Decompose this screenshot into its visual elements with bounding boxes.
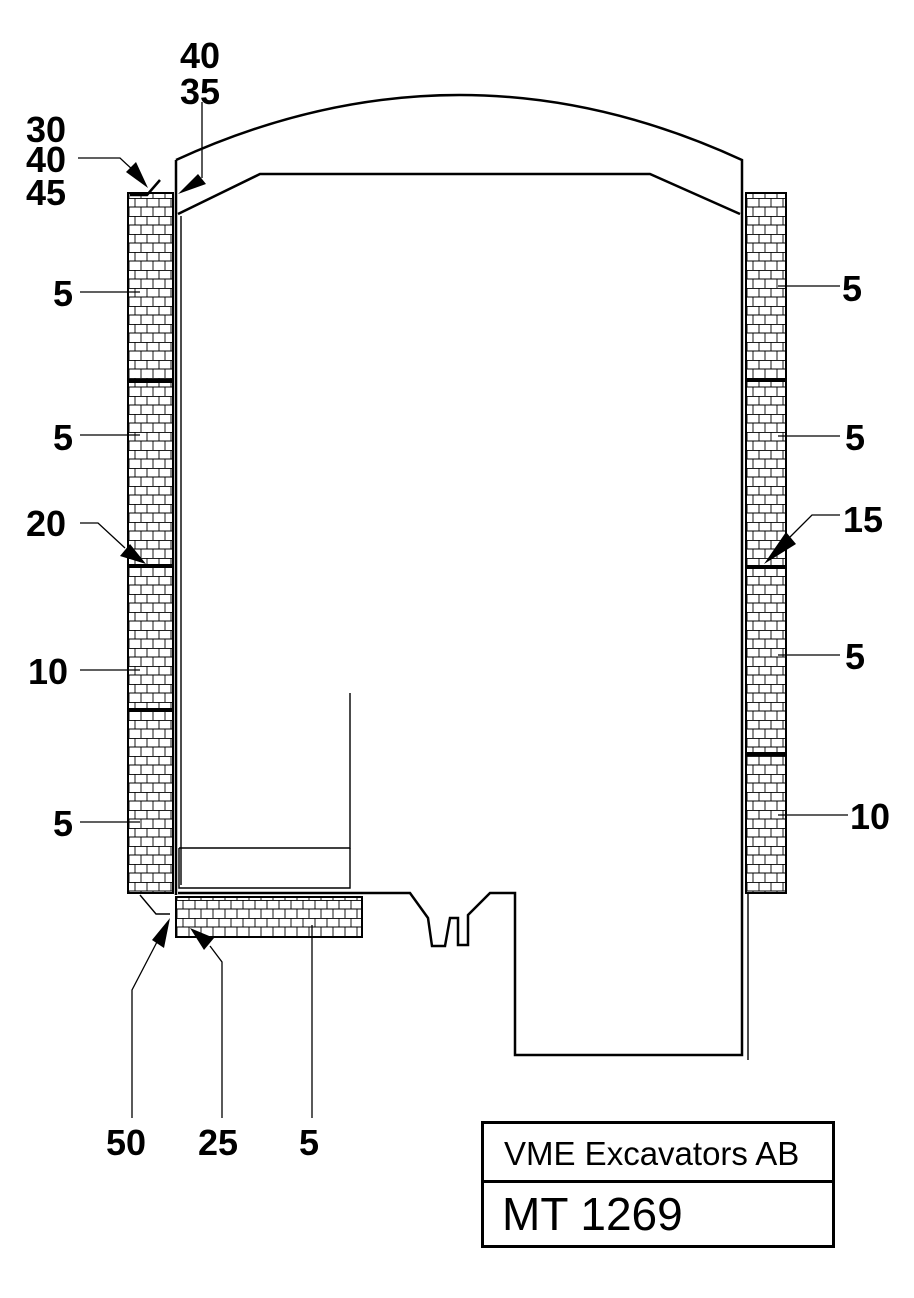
left-glass-panels bbox=[127, 179, 174, 915]
callout-right-5c: 5 bbox=[845, 636, 865, 677]
title-block: VME Excavators AB MT 1269 bbox=[481, 1121, 835, 1248]
callout-left-30: 30 bbox=[26, 109, 66, 150]
callout-top-35: 35 bbox=[180, 71, 220, 112]
callout-bottom-25: 25 bbox=[198, 1122, 238, 1163]
callout-top-40: 40 bbox=[180, 35, 220, 76]
callout-left-5c: 5 bbox=[53, 803, 73, 844]
right-panel-4 bbox=[745, 754, 787, 894]
right-panel-3 bbox=[745, 567, 787, 754]
callout-right-5a: 5 bbox=[842, 268, 862, 309]
callout-right-10: 10 bbox=[850, 796, 890, 837]
callout-left-20: 20 bbox=[26, 503, 66, 544]
callout-labels: 40 35 30 40 45 5 5 20 10 5 5 5 15 5 10 5… bbox=[26, 35, 890, 1163]
left-panel-3 bbox=[127, 566, 174, 710]
callout-left-45: 45 bbox=[26, 172, 66, 213]
callout-left-5b: 5 bbox=[53, 417, 73, 458]
callout-left-10: 10 bbox=[28, 651, 68, 692]
left-panel-1 bbox=[127, 192, 174, 381]
left-panel-4 bbox=[127, 710, 174, 894]
leader-lines bbox=[78, 102, 848, 1118]
right-panel-2 bbox=[745, 380, 787, 567]
drawing-code: MT 1269 bbox=[502, 1188, 683, 1240]
left-panel-2 bbox=[127, 381, 174, 566]
bottom-glass-panel bbox=[175, 896, 363, 938]
callout-bottom-50: 50 bbox=[106, 1122, 146, 1163]
callout-bottom-5: 5 bbox=[299, 1122, 319, 1163]
callout-left-40: 40 bbox=[26, 139, 66, 180]
callout-right-15: 15 bbox=[843, 499, 883, 540]
callout-left-5a: 5 bbox=[53, 273, 73, 314]
company-name: VME Excavators AB bbox=[484, 1124, 832, 1183]
callout-right-5b: 5 bbox=[845, 417, 865, 458]
